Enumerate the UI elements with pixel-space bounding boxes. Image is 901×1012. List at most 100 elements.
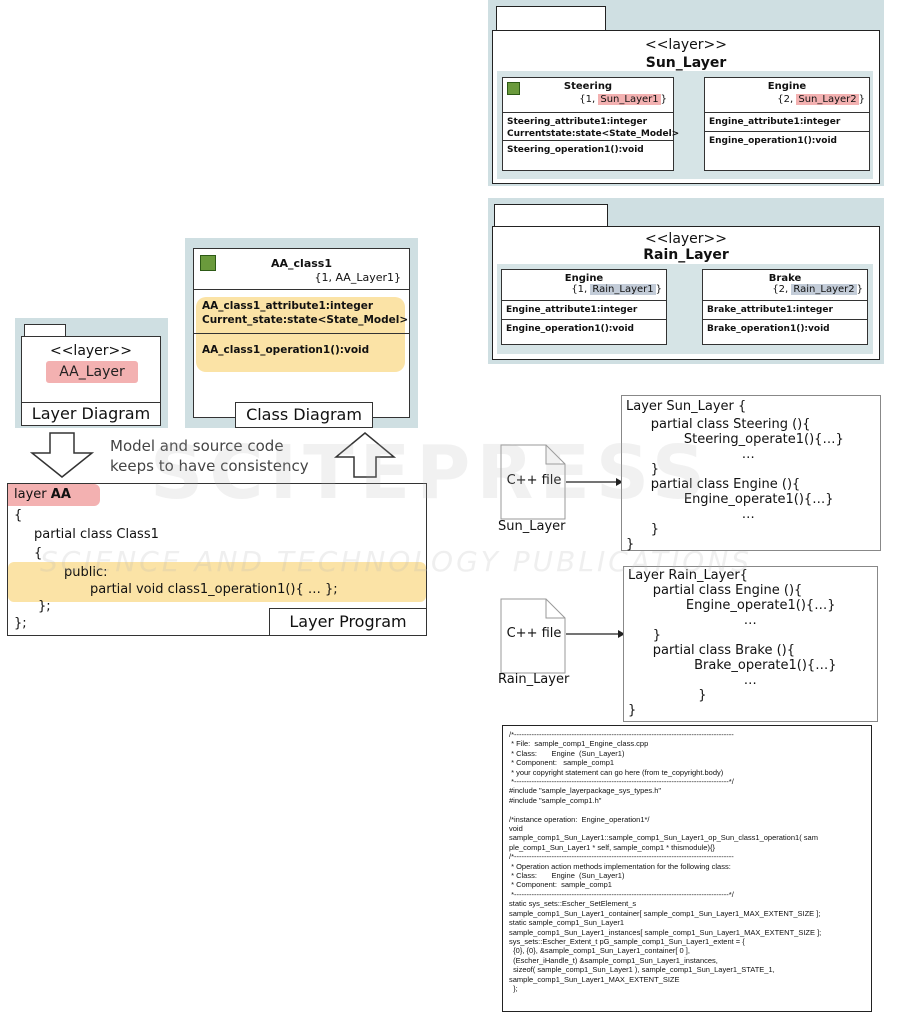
sun-engine-tag-suffix: } [858,94,865,105]
sun-engine-name: Engine [767,81,807,92]
rain-code-line: Engine_operate1(){…} [628,598,836,613]
brake-op1: Brake_operation1():void [707,324,830,334]
sun-cpp-file-label: C++ file [506,473,562,488]
sun-engine-tag-layer: Sun_Layer2 [796,94,859,105]
program-line: partial void class1_operation1(){ … }; [90,582,338,597]
generated-code-line: ple_comp1_Sun_Layer1 * self, sample_comp… [509,842,715,852]
rain-stereotype: <<layer>> [644,231,728,247]
rain-code-box: Layer Rain_Layer{ partial class Engine (… [623,566,878,722]
layer-diagram-caption: Layer Diagram [21,402,161,426]
steering-operations: Steering_operation1():void [503,141,673,159]
rain-code-line: partial class Engine (){ [628,583,803,598]
rain-cpp-file-icon [500,598,566,674]
generated-code-line: static sys_sets::Escher_SetElement_s [509,899,637,909]
generated-code-line: }; [509,983,518,993]
rain-engine-tag-layer: Rain_Layer1 [590,284,656,295]
sun-layer-package: <<layer>> Sun_Layer Steering {1, Sun_Lay… [492,30,880,184]
sun-code-line: partial class Engine (){ [626,477,801,492]
program-layer-line: layer AA [14,487,71,502]
sun-package-tab [496,6,606,31]
rain-code-line: … [628,613,757,628]
sun-engine-class: Engine {2, Sun_Layer2} Engine_attribute1… [704,77,870,171]
steering-class-icon [507,82,520,95]
rain-engine-class: Engine {1, Rain_Layer1} Engine_attribute… [501,269,667,345]
sun-layer-name: Sun_Layer [645,55,727,71]
rain-cpp-file-label: C++ file [506,626,562,641]
brake-tag: {2, Rain_Layer2} [772,284,863,295]
generated-code-line: * Class: Engine (Sun_Layer1) [509,871,625,881]
layer-program-caption: Layer Program [269,608,427,636]
generated-code-line: (Escher_iHandle_t) &sample_comp1_Sun_Lay… [509,955,718,965]
brake-tag-prefix: {2, [772,284,792,295]
rain-engine-operations: Engine_operation1():void [502,320,666,338]
rain-code-line: … [628,673,757,688]
class-diagram-panel: AA_class1 {1, AA_Layer1} AA_class1_attri… [185,238,418,428]
sun-engine-tag-prefix: {2, [777,94,797,105]
rain-engine-tag-suffix: } [655,284,662,295]
layer-stereotype: <<layer>> [49,343,133,359]
generated-code-line: * Component: sample_comp1 [509,880,612,890]
steering-attr1: Steering_attribute1:integer [507,117,648,127]
sun-code-line: } [626,462,660,477]
layer-program-box: layer AA { partial class Class1 { public… [7,483,427,636]
class-divider [194,289,409,290]
sun-layer-panel: <<layer>> Sun_Layer Steering {1, Sun_Lay… [488,0,884,186]
sun-cpp-file-icon [500,444,566,520]
brake-class: Brake {2, Rain_Layer2} Brake_attribute1:… [702,269,868,345]
generated-code-line: *---------------------------------------… [509,777,734,787]
generated-code-line: /*--------------------------------------… [509,852,734,862]
program-line: }; [38,599,51,614]
class-divider-2 [194,333,409,334]
generated-code-line: * Class: Engine (Sun_Layer1) [509,748,625,758]
steering-attributes: Steering_attribute1:integer Currentstate… [503,113,680,141]
class-box: AA_class1 {1, AA_Layer1} AA_class1_attri… [193,248,410,418]
sun-code-line: partial class Steering (){ [626,417,811,432]
arrows-layer [29,432,397,478]
rain-engine-tag: {1, Rain_Layer1} [571,284,662,295]
up-arrow [333,432,397,478]
rain-engine-name: Engine [564,273,604,284]
class-attr1: AA_class1_attribute1:integer [202,300,374,312]
brake-name: Brake [768,273,802,284]
program-line: { [34,546,43,561]
class-icon [200,255,216,271]
sun-engine-operations: Engine_operation1():void [705,132,869,150]
generated-code-line: static sample_comp1_Sun_Layer1 [509,918,625,928]
sun-code-line: Layer Sun_Layer { [626,399,747,414]
rain-cpp-file-caption: Rain_Layer [498,672,570,687]
program-layer-keyword: layer [14,487,47,502]
program-layer-highlight [8,484,100,506]
steering-attr2: Currentstate:state<State_Model> [507,129,680,139]
generated-code-box: /*--------------------------------------… [502,725,872,1012]
rain-engine-op1: Engine_operation1():void [506,324,634,334]
rain-code-line: partial class Brake (){ [628,643,796,658]
generated-code-line: #include "sample_layerpackage_sys_types.… [509,786,662,796]
sun-engine-header: Engine {2, Sun_Layer2} [705,78,869,113]
generated-code-line: * your copyright statement can go here (… [509,767,724,777]
generated-code-line: {0}, {0}, &sample_comp1_Sun_Layer1_conta… [509,946,690,956]
rain-engine-tag-prefix: {1, [571,284,591,295]
steering-tag: {1, Sun_Layer1} [579,94,667,105]
rain-package-tab [494,204,608,227]
generated-code-line: sample_comp1_Sun_Layer1_MAX_EXTENT_SIZE [509,974,680,984]
steering-name: Steering [563,81,613,92]
rain-code-line: } [628,628,662,643]
sun-engine-attr1: Engine_attribute1:integer [709,117,841,127]
rain-code-line: } [628,703,637,718]
generated-code-line: /*--------------------------------------… [509,730,734,739]
down-arrow [29,432,95,478]
sun-engine-op1: Engine_operation1():void [709,136,837,146]
generated-code-line: /*instance operation: Engine_operation1*… [509,814,650,824]
rain-engine-attributes: Engine_attribute1:integer [502,301,666,320]
generated-code-line: * Component: sample_comp1 [509,758,615,768]
sun-engine-attributes: Engine_attribute1:integer [705,113,869,132]
sun-code-line: … [626,447,755,462]
steering-tag-suffix: } [660,94,667,105]
class-name: AA_class1 [271,257,332,270]
class-attr2: Current_state:state<State_Model> [202,314,409,326]
steering-tag-prefix: {1, [579,94,599,105]
layer-name-text: AA_Layer [59,364,125,380]
program-highlight [8,562,426,602]
steering-op1: Steering_operation1():void [507,145,644,155]
rain-layer-panel: <<layer>> Rain_Layer Engine {1, Rain_Lay… [488,198,884,364]
